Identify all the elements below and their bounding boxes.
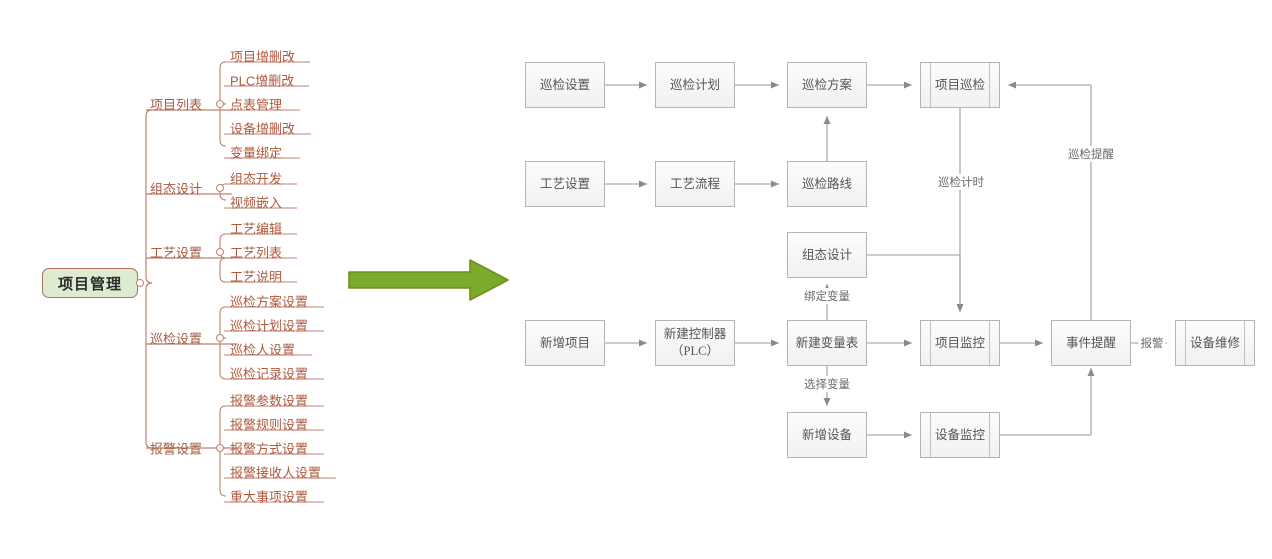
mindmap-branch-1-dot[interactable] <box>216 184 224 192</box>
flow-node-inspection-scheme[interactable]: 巡检方案 <box>787 62 867 108</box>
mindmap-branch-4-dot[interactable] <box>216 444 224 452</box>
flow-edge-label-select-variable: 选择变量 <box>802 376 852 392</box>
mindmap-leaf[interactable]: 变量绑定 <box>230 145 283 161</box>
flow-node-new-controller[interactable]: 新建控制器 （PLC） <box>655 320 735 366</box>
mindmap-leaf[interactable]: PLC增删改 <box>230 73 295 89</box>
mindmap-branch-2-dot[interactable] <box>216 248 224 256</box>
mindmap-leaf[interactable]: 项目增删改 <box>230 49 296 65</box>
mindmap-leaf[interactable]: 设备增删改 <box>230 121 296 137</box>
mindmap-leaf[interactable]: 组态开发 <box>230 171 283 187</box>
mindmap-leaf[interactable]: 工艺编辑 <box>230 221 283 237</box>
mindmap-leaf[interactable]: 巡检计划设置 <box>230 318 309 334</box>
flow-node-event-alert[interactable]: 事件提醒 <box>1051 320 1131 366</box>
flow-node-process-flow[interactable]: 工艺流程 <box>655 161 735 207</box>
flow-node-inspection-settings[interactable]: 巡检设置 <box>525 62 605 108</box>
mindmap-leaf[interactable]: 巡检方案设置 <box>230 294 309 310</box>
flow-edge-label-bind-variable: 绑定变量 <box>802 288 852 304</box>
flow-node-new-device[interactable]: 新增设备 <box>787 412 867 458</box>
mindmap-panel: 项目管理 项目列表 组态设计 工艺设置 巡检设置 报警设置 项目增删改 PLC增… <box>0 0 380 559</box>
mindmap-branch-1[interactable]: 组态设计 <box>150 181 203 197</box>
mindmap-branch-4[interactable]: 报警设置 <box>150 441 203 457</box>
mindmap-branch-0-dot[interactable] <box>216 100 224 108</box>
mindmap-branch-0[interactable]: 项目列表 <box>150 97 203 113</box>
flow-node-inspection-route[interactable]: 巡检路线 <box>787 161 867 207</box>
flow-node-project-inspection[interactable]: 项目巡检 <box>920 62 1000 108</box>
mindmap-leaf[interactable]: 报警参数设置 <box>230 393 309 409</box>
mindmap-branch-3[interactable]: 巡检设置 <box>150 331 203 347</box>
mindmap-leaf[interactable]: 点表管理 <box>230 97 283 113</box>
mindmap-root-node[interactable]: 项目管理 <box>42 268 138 298</box>
mindmap-leaf[interactable]: 报警方式设置 <box>230 441 309 457</box>
mindmap-leaf[interactable]: 工艺说明 <box>230 269 283 285</box>
flow-edge-label-alarm: 报警 <box>1138 335 1166 351</box>
mindmap-leaf[interactable]: 巡检人设置 <box>230 342 296 358</box>
mindmap-leaf[interactable]: 报警接收人设置 <box>230 465 322 481</box>
mindmap-leaf[interactable]: 视频嵌入 <box>230 195 283 211</box>
mindmap-leaf[interactable]: 工艺列表 <box>230 245 283 261</box>
flow-edge-label-inspection-timing: 巡检计时 <box>936 174 986 190</box>
mindmap-branch-2[interactable]: 工艺设置 <box>150 245 203 261</box>
flow-node-process-settings[interactable]: 工艺设置 <box>525 161 605 207</box>
flow-node-new-variable-table[interactable]: 新建变量表 <box>787 320 867 366</box>
mindmap-leaf[interactable]: 重大事项设置 <box>230 489 309 505</box>
flow-node-inspection-plan[interactable]: 巡检计划 <box>655 62 735 108</box>
mindmap-root-collapse-dot[interactable] <box>136 279 144 287</box>
green-right-arrow-icon <box>348 259 509 301</box>
flow-node-equipment-maintenance[interactable]: 设备维修 <box>1175 320 1255 366</box>
flow-node-new-project[interactable]: 新增项目 <box>525 320 605 366</box>
flow-node-device-monitoring[interactable]: 设备监控 <box>920 412 1000 458</box>
mindmap-leaf[interactable]: 报警规则设置 <box>230 417 309 433</box>
mindmap-branch-3-dot[interactable] <box>216 334 224 342</box>
mindmap-leaf[interactable]: 巡检记录设置 <box>230 366 309 382</box>
flow-edge-label-inspection-reminder: 巡检提醒 <box>1066 146 1116 162</box>
flow-node-project-monitoring[interactable]: 项目监控 <box>920 320 1000 366</box>
flow-node-hmi-design[interactable]: 组态设计 <box>787 232 867 278</box>
